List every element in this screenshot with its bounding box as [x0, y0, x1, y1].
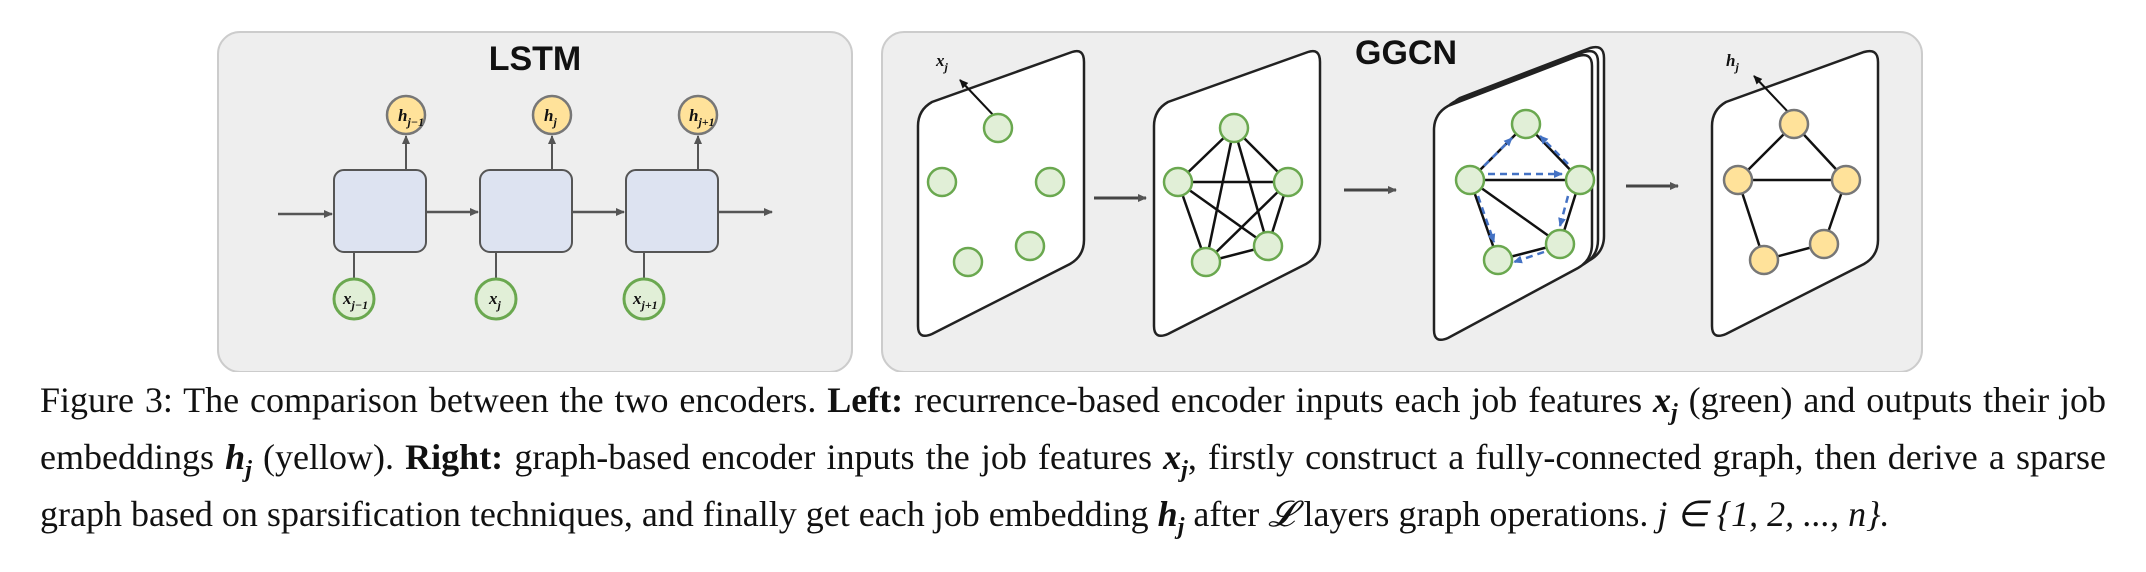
h-node-label: hj−1 [398, 106, 424, 129]
job-node [1482, 244, 1514, 276]
caption-text: after [1193, 494, 1260, 535]
output-arrow [1753, 75, 1791, 115]
caption-text: (yellow). [263, 437, 394, 478]
h-node [385, 94, 427, 136]
job-node [1162, 166, 1194, 198]
x-node-label: xj+1 [632, 289, 658, 312]
embedding-node [1722, 164, 1754, 196]
h-node-label: hj+1 [689, 106, 715, 129]
math-h: hj [1157, 494, 1185, 541]
math-x: xj [1163, 437, 1188, 484]
x-node [474, 277, 518, 321]
caption-figure-label: Figure 3: The comparison between the two… [40, 380, 817, 420]
h-node [677, 94, 719, 136]
job-node [1564, 164, 1596, 196]
h-node [531, 94, 573, 136]
job-node [1252, 230, 1284, 262]
input-arrow [959, 79, 997, 119]
caption-left-label: Left: [827, 380, 904, 420]
caption-text: recurrence-based encoder inputs each job… [914, 380, 1643, 420]
job-node [1218, 112, 1250, 144]
embedding-node [1778, 108, 1810, 140]
output-label: hj [1726, 51, 1739, 74]
job-node [1544, 228, 1576, 260]
input-label: xj [935, 51, 949, 74]
job-node [952, 246, 984, 278]
embedding-node [1748, 244, 1780, 276]
figure-diagram: LSTM hj−1 hj hj+1 xj−1 xj xj+1 [217, 31, 1923, 372]
lstm-panel: LSTM hj−1 hj hj+1 xj−1 xj xj+1 [217, 31, 853, 372]
job-node [1272, 166, 1304, 198]
caption-text: (green) and outputs their job embeddings [40, 380, 2107, 478]
lstm-title: LSTM [489, 40, 582, 78]
caption-text: graph-based encoder inputs the job featu… [514, 437, 1152, 478]
ggcn-panel: GGCN xj [881, 31, 1923, 372]
figure-caption: Figure 3: The comparison between the two… [40, 378, 2106, 550]
message-passing-arrows [1476, 135, 1570, 264]
job-node [1510, 108, 1542, 140]
caption-right-label: Right: [405, 437, 504, 478]
job-node [1454, 164, 1486, 196]
ggcn-panel-bg [881, 31, 1923, 372]
caption-text: layers graph operations. [1303, 494, 1649, 535]
x-node [332, 277, 376, 321]
job-node [1014, 230, 1046, 262]
lstm-cell [479, 169, 573, 253]
embedding-node [1830, 164, 1862, 196]
math-h: hj [225, 437, 252, 484]
h-node-label: hj [544, 106, 557, 129]
x-node [622, 277, 666, 321]
embedding-node [1808, 228, 1840, 260]
math-L: 𝓛 [1268, 494, 1295, 535]
x-node-label: xj [488, 289, 502, 312]
math-x: xj [1653, 380, 1678, 427]
caption-text: , firstly construct a fully-connected gr… [40, 437, 2107, 535]
lstm-cell [625, 169, 719, 253]
lstm-cell [333, 169, 427, 253]
ggcn-title: GGCN [1355, 34, 1457, 72]
job-node [1034, 166, 1066, 198]
job-node [926, 166, 958, 198]
job-node [982, 112, 1014, 144]
job-node [1190, 246, 1222, 278]
math-set: j ∈ {1, 2, ..., n}. [1657, 494, 1890, 535]
diagram-canvas: LSTM hj−1 hj hj+1 xj−1 xj xj+1 [217, 31, 1923, 372]
x-node-label: xj−1 [342, 289, 368, 312]
